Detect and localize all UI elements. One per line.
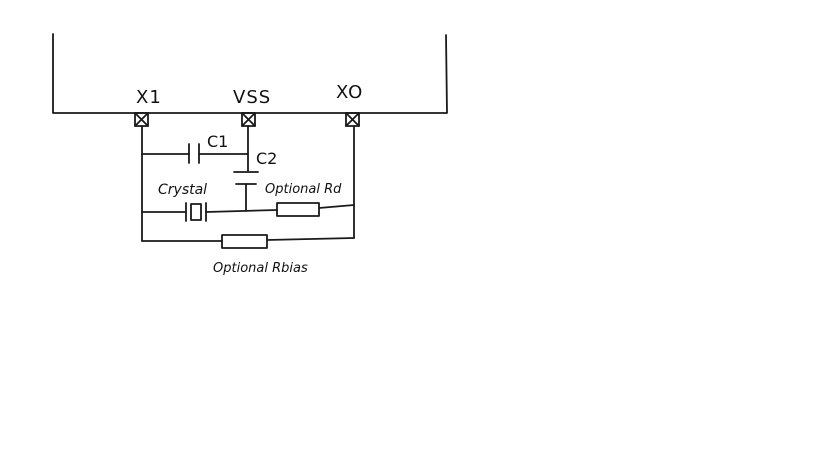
rbias-label: Optional Rbias	[213, 261, 308, 276]
wire-bottom-right	[266, 237, 355, 241]
pin-label-vss: VSS	[233, 87, 271, 108]
capacitor-c2	[233, 171, 259, 212]
crystal-label: Crystal	[158, 182, 207, 198]
pin-label-x1: X1	[136, 87, 162, 108]
capacitor-c1	[141, 143, 249, 164]
wire-rd-right	[318, 204, 355, 209]
rd-label: Optional Rd	[265, 182, 342, 197]
c1-label: C1	[207, 132, 228, 151]
c2-label: C2	[256, 149, 277, 168]
resistor-rbias	[221, 234, 268, 249]
pin-box-x1	[134, 112, 149, 127]
pin-box-xo	[345, 112, 360, 127]
wire-crystal-line-mid	[205, 209, 278, 213]
crystal-symbol	[185, 202, 207, 222]
pin-label-xo: XO	[336, 82, 363, 103]
pin-box-vss	[241, 112, 256, 127]
resistor-rd	[276, 202, 320, 217]
